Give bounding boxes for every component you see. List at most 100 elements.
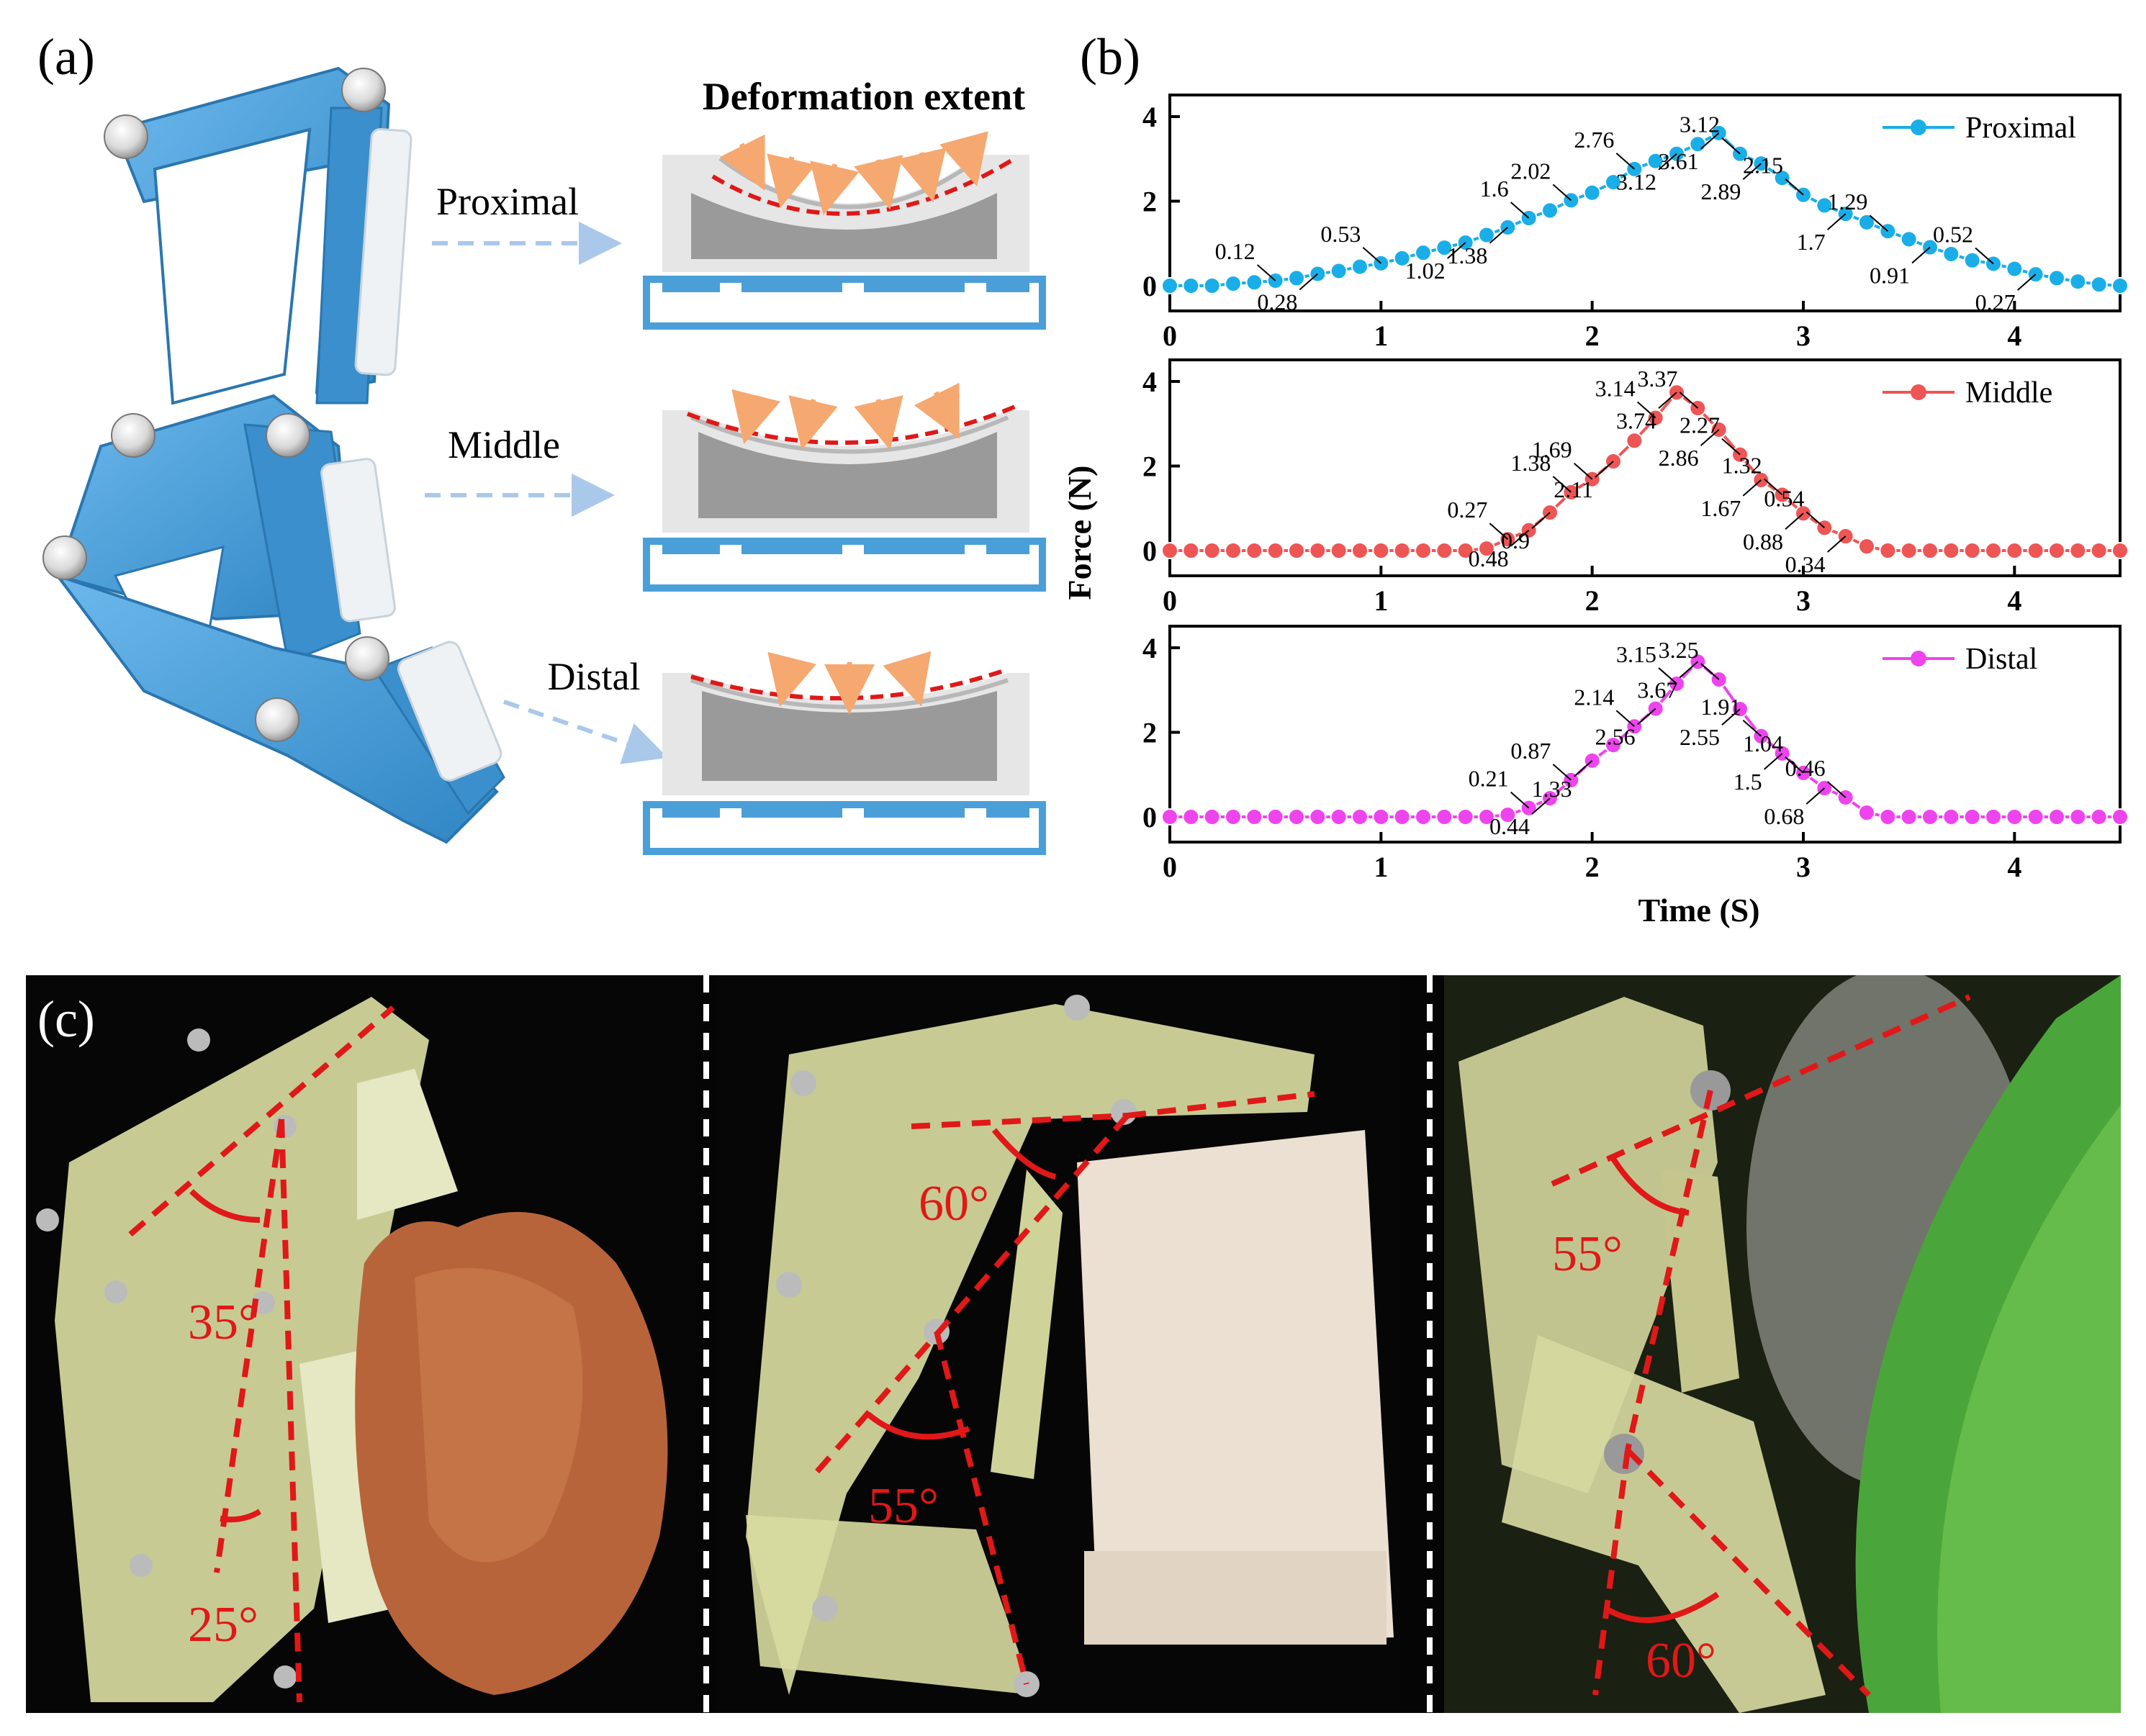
panel-b-label: (b) [1080, 28, 1140, 86]
x-tick-label: 3 [1796, 320, 1811, 352]
x-tick-label: 3 [1796, 851, 1811, 883]
schematic-proximal [643, 131, 1046, 330]
data-point [1816, 196, 1834, 214]
data-annotation: 0.21 [1469, 766, 1509, 792]
data-point [1288, 542, 1305, 559]
data-annotation: 1.33 [1532, 776, 1572, 802]
annotation-leader [1700, 429, 1720, 446]
annotation-leader [1552, 184, 1572, 202]
arrow-distal [503, 700, 668, 764]
annotation-leader [1911, 246, 1931, 264]
data-annotation: 3.74 [1616, 407, 1656, 433]
data-annotation: 0.12 [1215, 238, 1255, 264]
data-point [2026, 542, 2044, 559]
x-tick-label: 0 [1163, 584, 1177, 617]
annotation-leader [1742, 720, 1762, 737]
data-annotation: 1.6 [1480, 176, 1509, 202]
data-annotation: 1.32 [1722, 452, 1762, 478]
annotation-leader [1447, 242, 1466, 259]
annotation-leader [1975, 247, 1994, 265]
annotation-leader [1574, 462, 1593, 480]
annotation-leader [1531, 797, 1551, 815]
y-axis-label: Force (N) [1065, 466, 1098, 600]
data-point [1225, 275, 1242, 293]
data-annotation: 2.15 [1743, 153, 1783, 178]
data-point [1393, 808, 1411, 826]
annotation-leader [1531, 512, 1551, 529]
data-point [1266, 808, 1284, 826]
y-tick-label: 4 [1142, 366, 1157, 398]
plot-frame [1168, 94, 2122, 312]
legend-marker [1911, 651, 1926, 666]
series-line [1170, 131, 2121, 287]
data-annotation: 1.02 [1405, 258, 1446, 284]
data-point [1456, 808, 1474, 826]
data-point [1858, 213, 1875, 231]
annotation-leader [1721, 438, 1741, 456]
annotation-leader [1489, 523, 1508, 540]
data-point [1182, 542, 1200, 559]
data-point [2069, 542, 2087, 559]
legend-label: Distal [1965, 643, 2037, 676]
data-annotation: 1.38 [1510, 450, 1551, 476]
data-point [1858, 538, 1875, 556]
series-line [1170, 390, 2120, 552]
annotation-leader [1489, 227, 1508, 244]
data-annotation: 2.14 [1574, 684, 1614, 710]
photo-1-angle-2: 25° [188, 1597, 258, 1653]
data-point [2090, 808, 2108, 826]
annotation-leader [1658, 392, 1677, 410]
data-point [1900, 542, 1918, 559]
data-annotation: 0.46 [1785, 755, 1826, 781]
data-point [1435, 808, 1453, 826]
data-point [2111, 542, 2129, 559]
data-point [2048, 269, 2065, 287]
data-point [1245, 808, 1263, 826]
data-point [1921, 808, 1939, 826]
data-point [1351, 542, 1369, 559]
data-point [2048, 808, 2065, 826]
annotation-leader [1785, 512, 1804, 530]
data-annotation: 0.9 [1501, 528, 1530, 553]
photo-1: 35° 25° [26, 975, 695, 1713]
data-point [1942, 245, 1960, 263]
annotation-leader [1595, 461, 1614, 478]
y-tick-label: 4 [1142, 632, 1157, 664]
annotation-leader [1827, 535, 1847, 553]
annotation-leader [1785, 756, 1804, 774]
annotation-leader [1785, 178, 1804, 196]
data-point [1203, 808, 1221, 826]
data-point [1583, 184, 1601, 202]
legend-label: Proximal [1965, 112, 2076, 145]
y-tick-label: 2 [1142, 717, 1157, 749]
data-point [1435, 542, 1453, 559]
data-point [1330, 542, 1348, 559]
annotation-leader [1764, 478, 1783, 496]
data-annotation: 2.89 [1700, 178, 1741, 204]
data-point [2111, 808, 2129, 826]
data-annotation: 0.68 [1764, 803, 1804, 829]
data-annotation: 2.27 [1680, 412, 1720, 438]
data-point [2090, 276, 2108, 294]
annotation-leader [1827, 781, 1847, 798]
data-point [2006, 260, 2024, 278]
annotation-leader [1805, 787, 1825, 805]
annotation-leader [1827, 213, 1847, 230]
data-annotation: 0.88 [1743, 528, 1783, 554]
annotation-leader [1552, 476, 1572, 493]
annotation-leader [1658, 153, 1677, 171]
data-annotation: 0.27 [1447, 497, 1487, 523]
data-point [1182, 808, 1200, 826]
annotation-leader [1510, 202, 1530, 219]
x-tick-label: 4 [2007, 851, 2021, 883]
data-annotation: 2.56 [1595, 724, 1636, 750]
y-tick-label: 0 [1142, 801, 1157, 833]
row-label-proximal: Proximal [436, 180, 579, 223]
data-point [1266, 542, 1284, 559]
data-point [1605, 173, 1622, 191]
data-point [1478, 808, 1495, 826]
photo-2-angle-2: 55° [868, 1478, 939, 1534]
x-tick-label: 4 [2007, 320, 2021, 352]
data-annotation: 0.87 [1510, 738, 1551, 764]
